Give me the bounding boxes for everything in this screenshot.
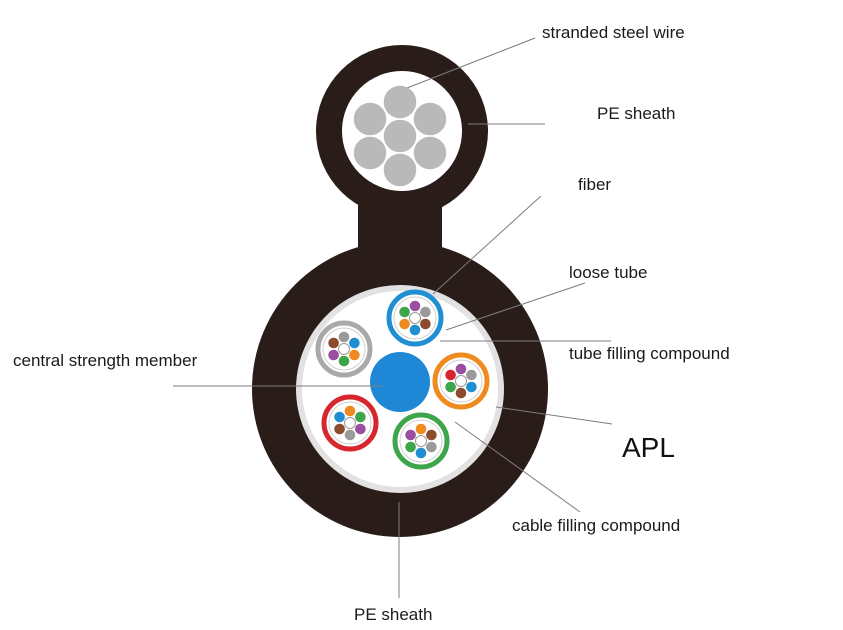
loose-tube-blue [386, 289, 444, 347]
label-central-strength-member: central strength member [13, 351, 198, 370]
label-pe-sheath-bottom: PE sheath [354, 605, 433, 624]
loose-tubes [315, 289, 490, 470]
fiber [334, 411, 345, 423]
messenger-section [316, 45, 488, 217]
fiber [426, 441, 437, 453]
leader-fiber [432, 195, 542, 295]
fiber [328, 337, 339, 349]
fiber [399, 306, 410, 318]
tube-filling-compound [328, 401, 372, 445]
fiber [455, 387, 467, 399]
tube-filling-compound [322, 327, 366, 371]
label-cable-filling-compound: cable filling compound [512, 516, 681, 535]
main-cable-section [252, 241, 548, 537]
fiber [445, 369, 456, 381]
fiber [338, 343, 350, 355]
fiber [344, 405, 356, 417]
label-pe-sheath-top: PE sheath [597, 104, 676, 123]
fiber [415, 435, 427, 447]
fiber [415, 447, 427, 459]
fiber [409, 312, 421, 324]
fiber [349, 349, 360, 361]
fiber [349, 337, 360, 349]
loose-tube-gray [315, 320, 373, 378]
fiber [355, 411, 366, 423]
fiber [466, 369, 477, 381]
label-stranded-steel-wire: stranded steel wire [542, 23, 685, 42]
fiber [338, 355, 350, 367]
label-fiber: fiber [578, 175, 612, 194]
leader-lines [173, 37, 613, 598]
fiber [399, 318, 410, 330]
stranded-steel-wire [352, 84, 448, 188]
loose-tube-red [321, 394, 379, 452]
tube-filling-compound [393, 296, 437, 340]
fiber [405, 429, 416, 441]
central-strength-member [370, 352, 430, 412]
label-apl: APL [622, 432, 675, 463]
fiber [338, 331, 350, 343]
leader-cable-filling-compound [454, 421, 581, 513]
fiber [420, 318, 431, 330]
loose-tube-green [392, 412, 450, 470]
fiber [445, 381, 456, 393]
label-tube-filling-compound: tube filling compound [569, 344, 730, 363]
fiber [405, 441, 416, 453]
leader-apl [495, 406, 613, 425]
fiber [455, 375, 467, 387]
fiber [328, 349, 339, 361]
leader-stranded-steel-wire [406, 37, 536, 89]
fiber [344, 429, 356, 441]
fiber [344, 417, 356, 429]
fiber [426, 429, 437, 441]
fiber [409, 300, 421, 312]
fiber [466, 381, 477, 393]
tube-filling-compound [439, 359, 483, 403]
fiber [455, 363, 467, 375]
loose-tube-orange [432, 352, 490, 410]
fiber [420, 306, 431, 318]
tube-filling-compound [399, 419, 443, 463]
fiber [334, 423, 345, 435]
fiber [415, 423, 427, 435]
leader-loose-tube [445, 282, 586, 331]
label-loose-tube: loose tube [569, 263, 648, 282]
fiber [355, 423, 366, 435]
fiber [409, 324, 421, 336]
